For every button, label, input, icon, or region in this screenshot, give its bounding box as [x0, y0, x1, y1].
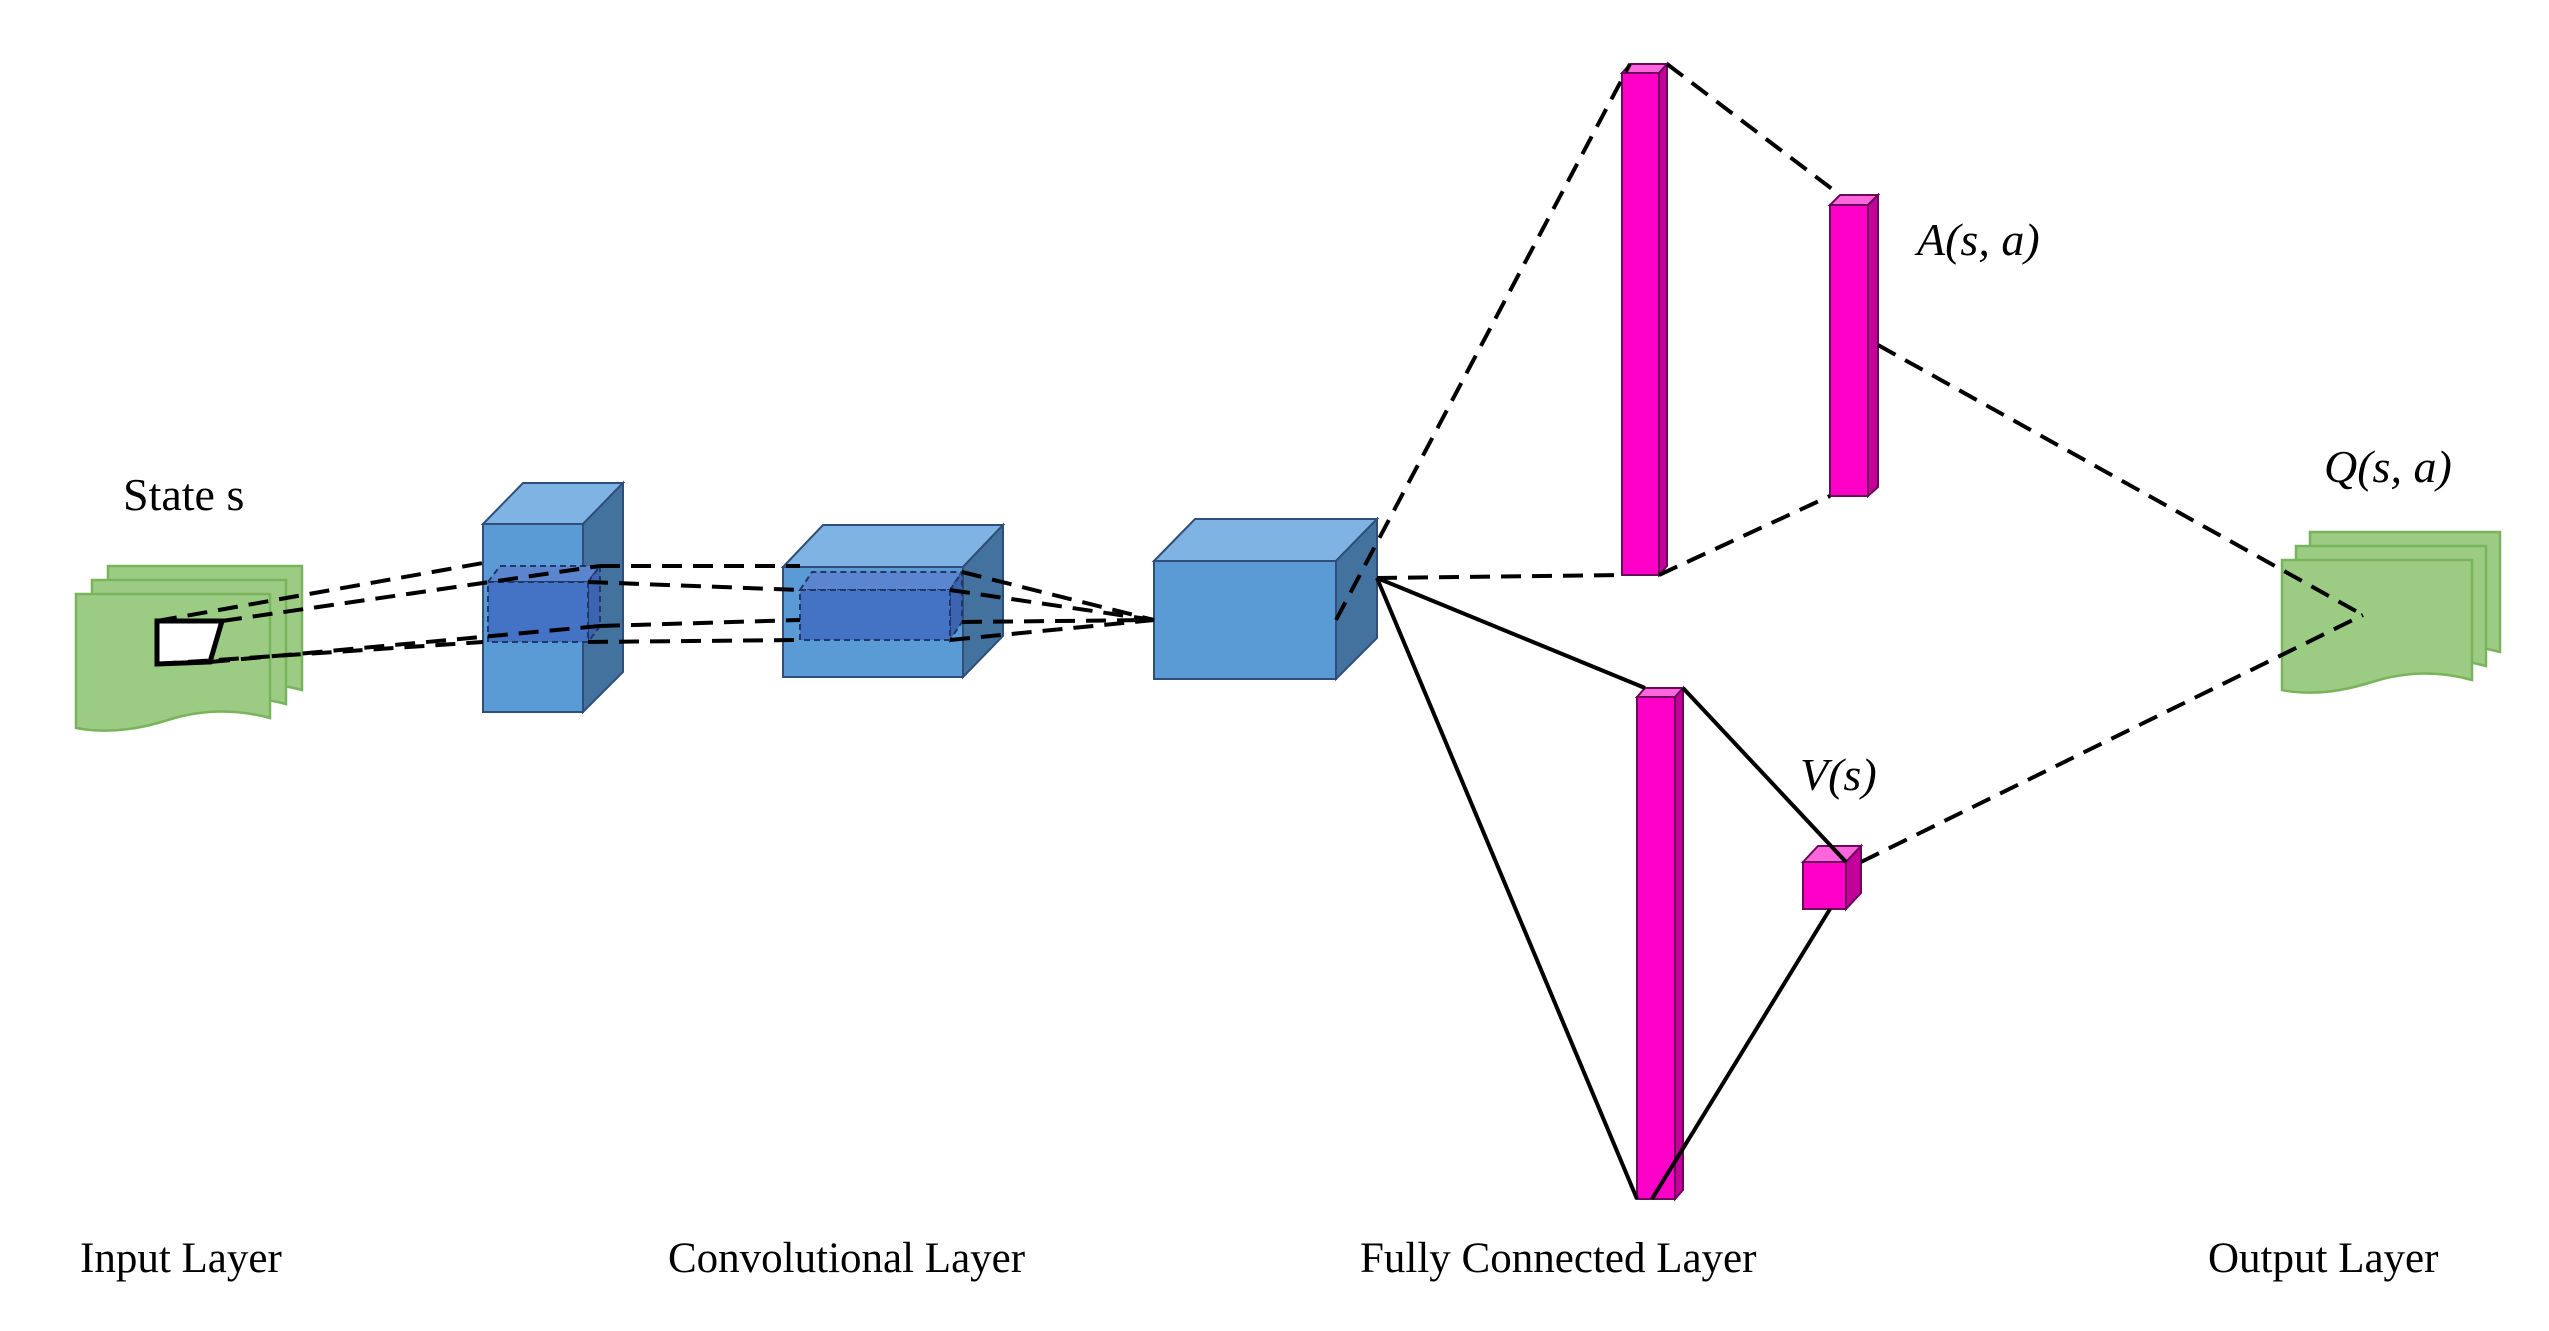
connection-dashed: [949, 618, 1155, 642]
connection-dashed: [1860, 613, 2364, 864]
input-receptive-window: [154, 618, 226, 667]
caption-convolutional-layer: Convolutional Layer: [668, 1235, 1025, 1282]
caption-output-layer: Output Layer: [2208, 1235, 2438, 1282]
connection-dashed: [961, 570, 1155, 622]
connection-dashed: [1658, 494, 1831, 577]
fc-value-bar-side: [1674, 685, 1684, 1202]
conv-block-1: [480, 480, 626, 715]
connection-dashed: [221, 564, 601, 623]
connection-dashed: [156, 561, 484, 623]
fc-advantage-bar-1-front: [1621, 72, 1660, 576]
connection-dashed: [949, 588, 1155, 622]
caption-fully-connected-layer: Fully Connected Layer: [1360, 1235, 1756, 1282]
state-label: State s: [123, 469, 244, 520]
connection-dashed: [209, 624, 601, 664]
input-frames: [74, 564, 304, 732]
conv-block-3: [1151, 516, 1380, 682]
fc-advantage-bar-1: [1619, 61, 1670, 578]
connection-solid: [1376, 576, 1646, 690]
connection-dashed: [599, 618, 801, 628]
fc-advantage-bar-1-side: [1658, 61, 1668, 578]
caption-input-layer: Input Layer: [80, 1235, 282, 1282]
connection-solid: [1375, 577, 1639, 1200]
advantage-label: A(s, a): [1914, 214, 2040, 265]
conv-block-3-front: [1153, 560, 1337, 680]
q-value-label: Q(s, a): [2324, 441, 2452, 492]
fc-value-bar: [1634, 685, 1686, 1202]
conv-kernel-2-front: [799, 589, 951, 641]
connection-dashed: [587, 638, 801, 644]
connections: [156, 62, 2364, 1201]
value-node-front: [1802, 861, 1847, 910]
connection-dashed: [961, 618, 1155, 624]
conv-kernel-2-top: [798, 571, 964, 591]
fc-advantage-bar-2-side: [1867, 192, 1879, 499]
fc-advantage-bar-2-front: [1829, 204, 1869, 497]
connection-solid: [1650, 907, 1832, 1201]
fc-advantage-bar-2: [1827, 192, 1881, 499]
fc-value-bar-front: [1636, 696, 1676, 1200]
output-frame-front: [2280, 558, 2474, 694]
conv-block-2: [780, 522, 1006, 680]
value-node: [1800, 843, 1864, 912]
connection-dashed: [1376, 573, 1623, 580]
connection-dashed: [1877, 343, 2364, 617]
connection-dashed: [1665, 62, 1842, 197]
connection-dashed: [587, 580, 801, 592]
output-frames: [2280, 530, 2502, 694]
connection-solid: [1681, 686, 1848, 864]
connection-dashed: [1334, 63, 1632, 621]
value-label: V(s): [1800, 749, 1877, 800]
